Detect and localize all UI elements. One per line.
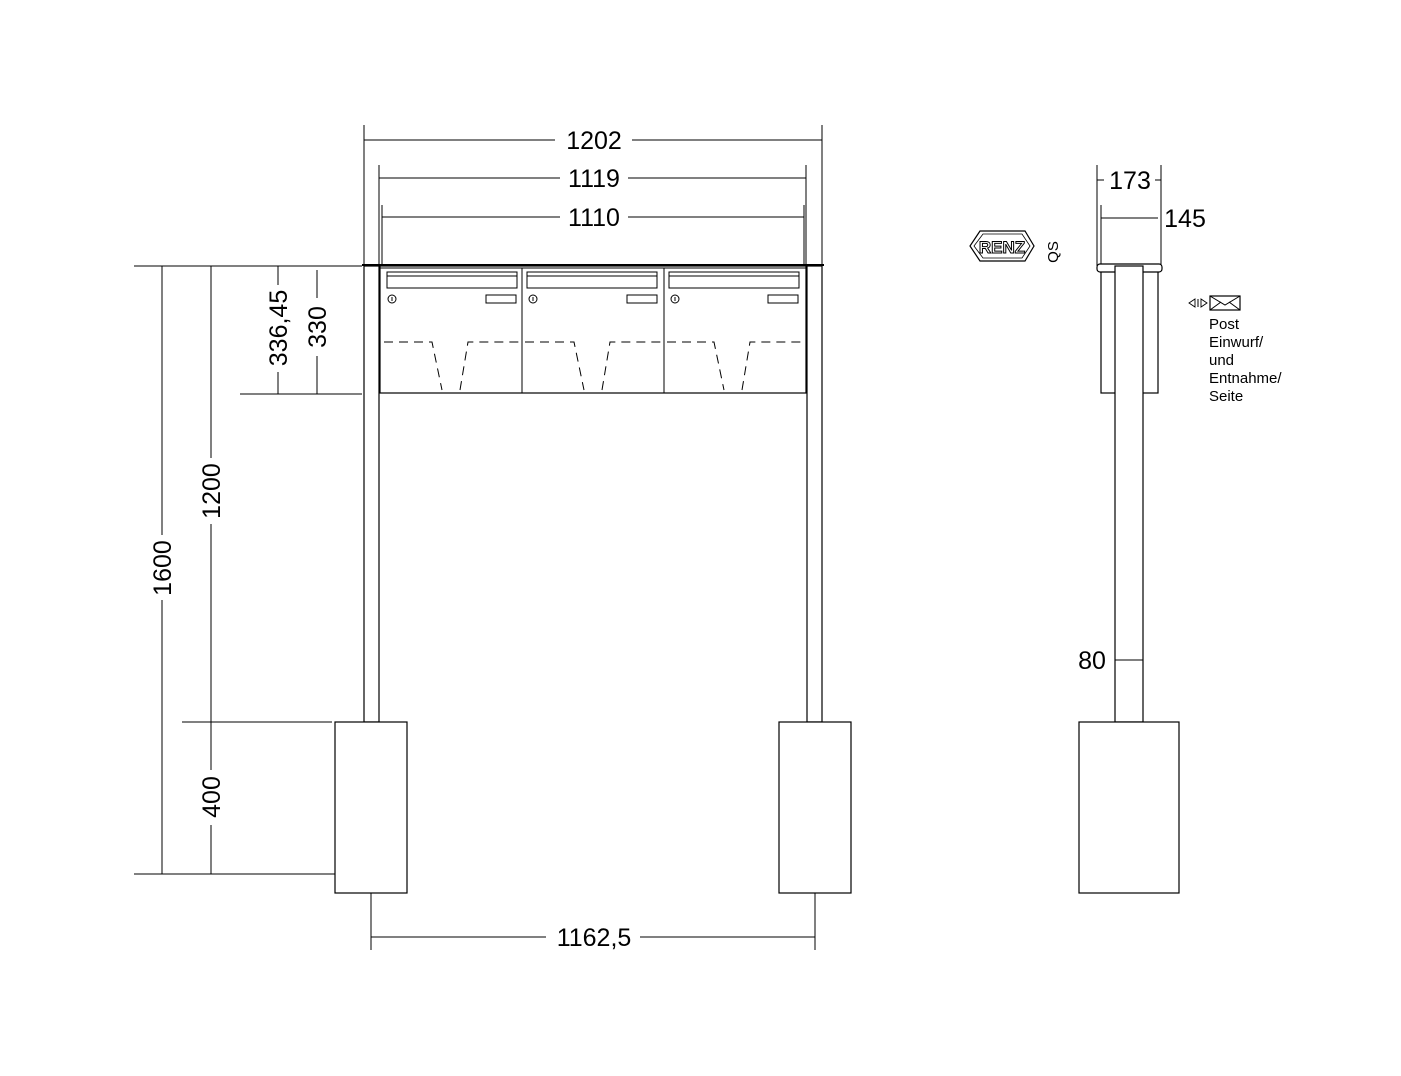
renz-logo: RENZ QS — [969, 230, 1062, 263]
lock-icon — [528, 294, 538, 304]
mailbox-3 — [667, 271, 804, 391]
name-plate — [767, 294, 799, 304]
dim-box-height-total: 336,45 — [265, 266, 293, 394]
left-post — [363, 265, 380, 723]
dim-label-box-height: 330 — [304, 306, 332, 348]
annotation-line-1: Post — [1209, 316, 1240, 333]
right-post — [806, 265, 823, 723]
dim-outer-width: 1119 — [378, 165, 807, 268]
dim-label-post-height: 1200 — [198, 463, 226, 519]
lock-icon — [670, 294, 680, 304]
dim-side-depth-outer: 173 — [1096, 165, 1162, 266]
left-base-block — [334, 721, 408, 894]
right-base-block — [778, 721, 852, 894]
side-view: 173 145 80 Post — [1078, 165, 1282, 894]
renz-logo-text: RENZ — [979, 238, 1025, 257]
dim-label-side-depth-inner: 145 — [1164, 205, 1206, 233]
dim-post-spacing: 1162,5 — [370, 893, 816, 952]
side-post — [1114, 265, 1144, 723]
dim-label-side-depth-outer: 173 — [1109, 167, 1151, 195]
name-plate — [485, 294, 517, 304]
renz-logo-outline — [969, 230, 1035, 262]
qs-mark: QS — [1045, 241, 1062, 263]
dim-label-inner-width: 1110 — [568, 204, 620, 232]
dim-label-total-height: 1600 — [149, 540, 177, 596]
dim-box-height: 330 — [304, 270, 332, 394]
mailbox-unit — [362, 264, 824, 394]
access-annotation: Post Einwurf/ und Entnahme/ Seite — [1188, 295, 1282, 405]
mailbox-1 — [384, 271, 520, 391]
dim-label-overall-width: 1202 — [566, 127, 622, 155]
annotation-line-5: Seite — [1209, 388, 1243, 405]
dim-label-post-spacing: 1162,5 — [557, 924, 632, 952]
dim-post-size: 80 — [1078, 647, 1143, 675]
dim-label-outer-width: 1119 — [568, 165, 620, 193]
front-view: 1202 1119 1110 1600 12 — [134, 125, 852, 952]
dim-post-height: 1200 — [198, 266, 226, 722]
mailbox-2 — [525, 271, 662, 391]
annotation-line-2: Einwurf/ — [1209, 334, 1264, 351]
dim-total-height: 1600 — [149, 266, 177, 874]
dim-label-box-height-total: 336,45 — [265, 290, 293, 366]
lock-icon — [387, 294, 397, 304]
envelope-icon — [1209, 295, 1241, 311]
annotation-line-3: und — [1209, 352, 1234, 369]
dim-overall-width: 1202 — [363, 125, 823, 268]
name-plate — [626, 294, 658, 304]
dim-base-height: 400 — [198, 722, 226, 874]
annotation-line-4: Entnahme/ — [1209, 370, 1282, 387]
dim-label-post-size: 80 — [1078, 647, 1106, 675]
side-base-block — [1078, 721, 1180, 894]
dim-side-depth-inner: 145 — [1100, 205, 1206, 266]
arrows-both-ways-icon — [1188, 298, 1208, 308]
dim-label-base-height: 400 — [198, 776, 226, 818]
dim-inner-width: 1110 — [381, 204, 805, 268]
